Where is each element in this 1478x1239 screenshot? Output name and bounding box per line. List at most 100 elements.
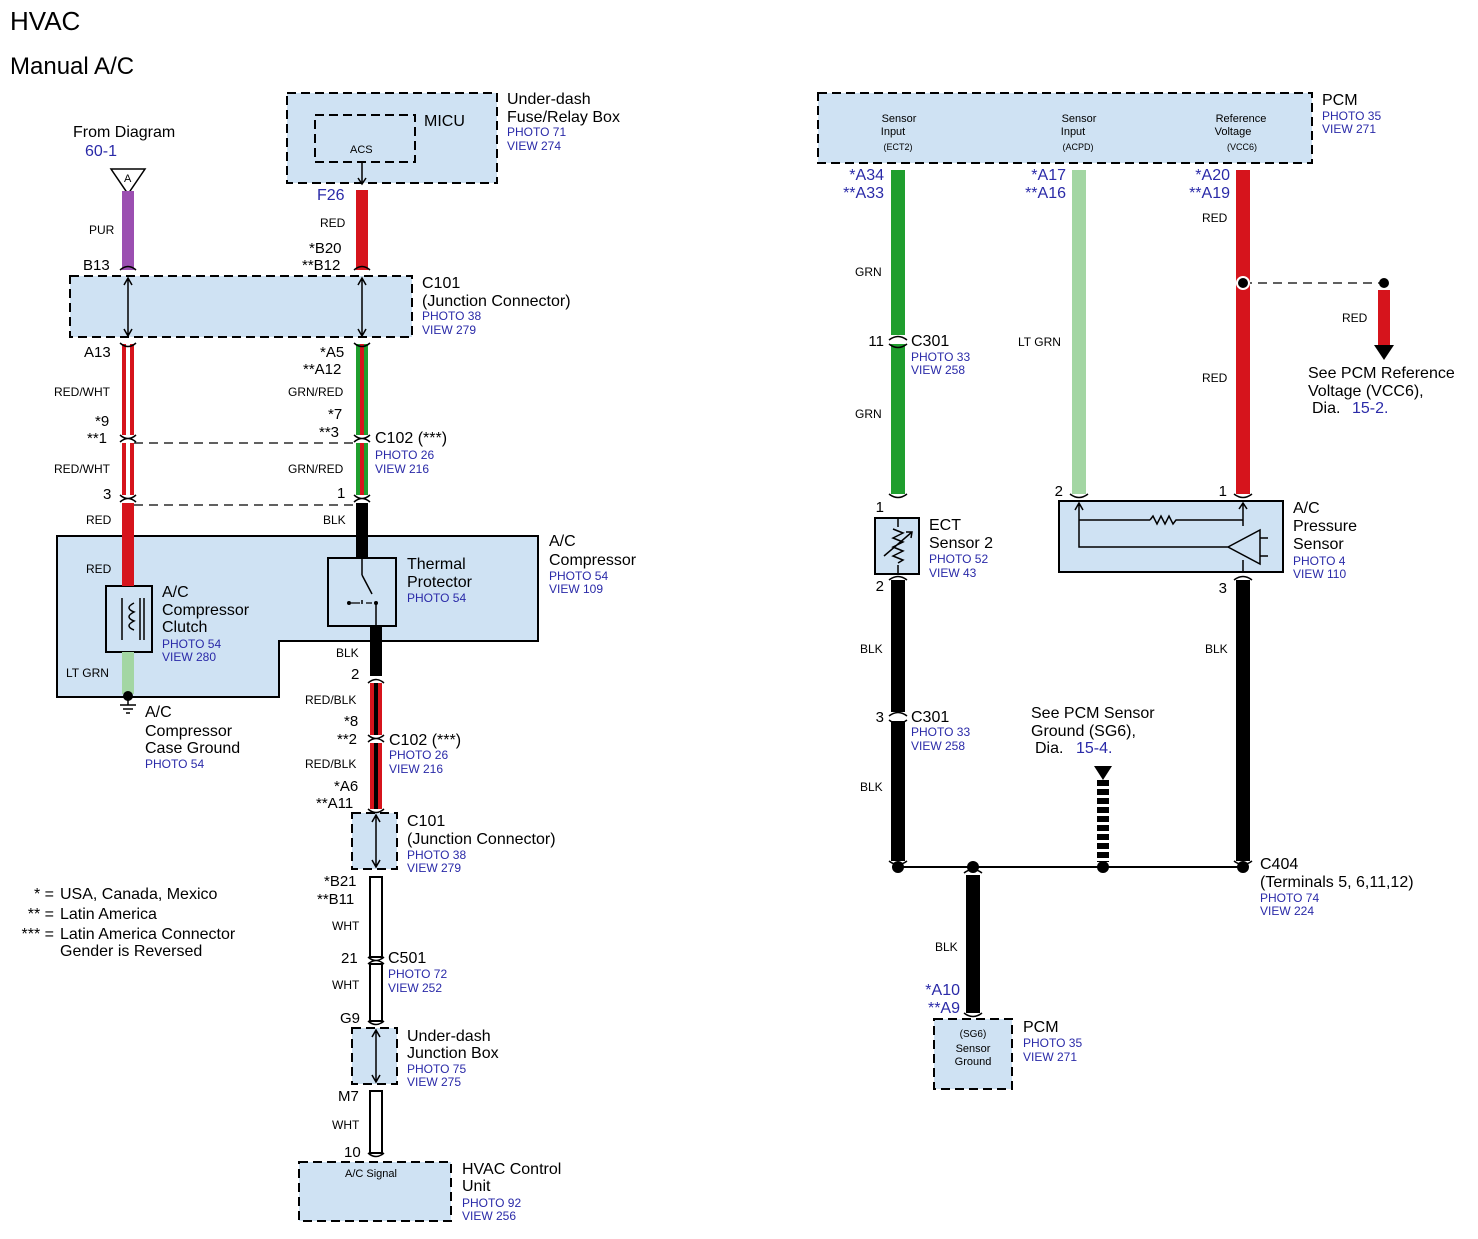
pin-3-latam: **3 [319, 424, 339, 441]
sg6-note-dia: Dia. [1035, 740, 1063, 757]
diagram-title: HVAC [10, 6, 80, 36]
pin-ect-2: 2 [876, 578, 884, 595]
wire-label-blk-4: BLK [935, 940, 958, 954]
fuse-box-output-arrow [357, 162, 367, 186]
ground-junction-dot [123, 691, 133, 701]
c101-top-right-passthrough [357, 276, 367, 338]
pin-21: 21 [341, 950, 358, 967]
c101-bottom-name: C101 [407, 813, 445, 830]
pin-1-latam: **1 [87, 430, 107, 447]
pcm-s1-line3: (ECT2) [884, 142, 913, 152]
pin-2-latam: **2 [337, 731, 357, 748]
pin-a10: *A10 [925, 982, 960, 999]
ac-compressor-box [56, 535, 539, 698]
vcc6-branch-dot [1379, 278, 1389, 288]
pin-9: *9 [95, 413, 109, 430]
underdash-fuse-relay-box [286, 92, 498, 184]
fuse-box-photo: PHOTO 71 [507, 125, 566, 139]
clutch-photo: PHOTO 54 [162, 637, 221, 651]
case-ground-photo: PHOTO 54 [145, 757, 204, 771]
pin-a19: **A19 [1189, 185, 1230, 202]
acs-label: ACS [350, 144, 373, 156]
c301-bottom-photo: PHOTO 33 [911, 725, 970, 739]
diagram-subtitle: Manual A/C [10, 53, 134, 80]
clutch-title-1: A/C [162, 584, 189, 601]
pressure-sensor-circuit-icon [1074, 501, 1268, 572]
vcc6-note-line2: Voltage (VCC6), [1308, 383, 1424, 400]
c301-bottom-view: VIEW 258 [911, 739, 965, 753]
from-diagram-label: From Diagram [73, 124, 175, 141]
c404-name: C404 [1260, 856, 1298, 873]
pressure-title-1: A/C [1293, 500, 1320, 517]
pcm-s1-line2: Input [881, 126, 905, 138]
pcm-s2-line1: Sensor [1062, 113, 1097, 125]
wire-label-red-wht-1: RED/WHT [54, 385, 111, 399]
hvac-control-photo: PHOTO 92 [462, 1196, 521, 1210]
right-connector-marks [888, 335, 1253, 1018]
ect-title-2: Sensor 2 [929, 535, 993, 552]
c101-bottom-view: VIEW 279 [407, 861, 461, 875]
wire-grn-1 [891, 170, 905, 335]
thermal-title-1: Thermal [407, 556, 466, 573]
hvac-control-view: VIEW 256 [462, 1209, 516, 1223]
switch-contact-dot-2 [374, 601, 378, 605]
wire-label-grn-1: GRN [855, 265, 882, 279]
pin-f26: F26 [317, 187, 345, 204]
wire-wht-3 [369, 1090, 383, 1154]
pin-a13: A13 [84, 344, 111, 361]
junction-box-passthrough [371, 1028, 381, 1084]
c101-top-name: C101 [422, 275, 460, 292]
ect-photo: PHOTO 52 [929, 552, 988, 566]
wire-label-blk-1: BLK [860, 642, 883, 656]
c101-bottom-photo: PHOTO 38 [407, 848, 466, 862]
from-diagram-ref: 60-1 [85, 143, 117, 160]
clutch-view: VIEW 280 [162, 650, 216, 664]
left-column-connector-marks [119, 265, 137, 503]
compressor-title-2: Compressor [549, 552, 637, 569]
c301-top-view: VIEW 258 [911, 363, 965, 377]
wire-red-vcc6 [1236, 170, 1250, 494]
pin-a12: **A12 [303, 361, 341, 378]
pin-7: *7 [328, 406, 342, 423]
pin-g9: G9 [340, 1010, 360, 1027]
pin-a11: **A11 [316, 795, 353, 812]
pin-ect-1: 1 [876, 499, 884, 516]
c501-view: VIEW 252 [388, 981, 442, 995]
wire-wht-1 [369, 876, 383, 958]
pcm-s1-line1: Sensor [882, 113, 917, 125]
pressure-title-3: Sensor [1293, 536, 1344, 553]
vcc6-splice-dot [1236, 276, 1250, 290]
vcc6-note-ref[interactable]: 15-2. [1352, 400, 1388, 417]
right-column-connector-marks [353, 265, 371, 503]
micu-label: MICU [424, 113, 465, 130]
c101-top-desc: (Junction Connector) [422, 293, 571, 310]
wire-blk-top [356, 503, 368, 558]
legend-text-4: Gender is Reversed [60, 943, 202, 960]
wire-label-wht-1: WHT [332, 919, 360, 933]
sg6-note-ref[interactable]: 15-4. [1076, 740, 1112, 757]
c404-dot-sg6 [1097, 861, 1109, 873]
wire-red-left [122, 503, 134, 586]
sg6-arrow-icon [1094, 766, 1112, 780]
pin-c301-3: 3 [876, 709, 884, 726]
pcm-bottom-sensor: Sensor [956, 1043, 991, 1055]
case-ground-title-1: A/C [145, 704, 172, 721]
sg6-note-line2: Ground (SG6), [1031, 723, 1136, 740]
ect-title-1: ECT [929, 517, 961, 534]
pin-a34: *A34 [849, 167, 884, 184]
branch-arrow-icon [1374, 345, 1394, 360]
c404-dot-ground [967, 861, 979, 873]
c101-bottom-passthrough [371, 813, 381, 869]
wire-label-lt-grn: LT GRN [66, 666, 109, 680]
wire-red-wht-2-stripe [126, 443, 130, 495]
clutch-title-2: Compressor [162, 602, 250, 619]
clutch-coil-icon [121, 598, 145, 640]
case-ground-title-3: Case Ground [145, 740, 240, 757]
pressure-photo: PHOTO 4 [1293, 554, 1346, 568]
c404-desc: (Terminals 5, 6,11,12) [1260, 874, 1414, 891]
junction-box-view: VIEW 275 [407, 1075, 461, 1089]
fuse-box-title-1: Under-dash [507, 91, 591, 108]
pin-pressure-1: 1 [1219, 483, 1227, 500]
legend-text-1: USA, Canada, Mexico [60, 886, 218, 903]
